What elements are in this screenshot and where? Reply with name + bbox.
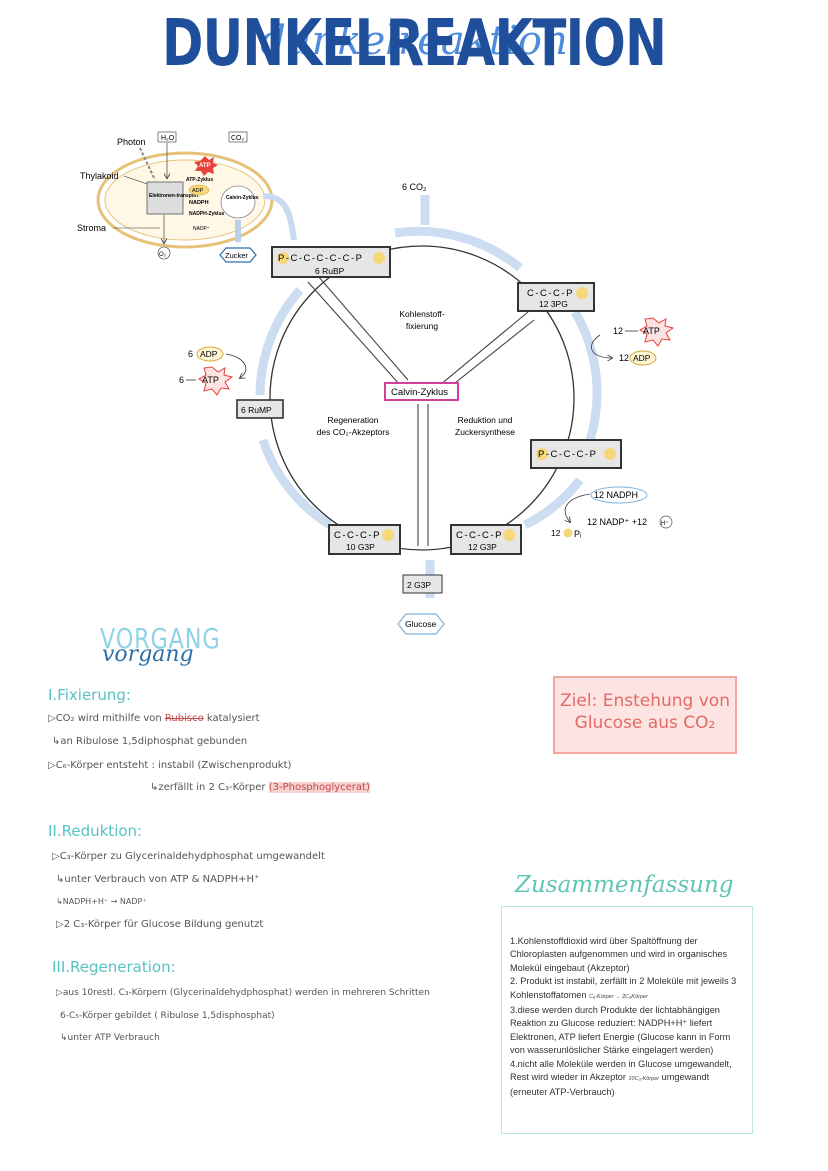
s1-line-2: ↳an Ribulose 1,5diphosphat gebunden [52, 736, 248, 747]
o2-label: O₂ [159, 252, 167, 258]
sector-right-2: Zuckersynthese [455, 427, 515, 437]
atp-star: ATP [199, 163, 211, 169]
adp-oval: ADP [192, 188, 204, 194]
thylakoid-label: Thylakoid [80, 171, 119, 181]
s3-line-1: ▷aus 10restl. C₃-Körpern (Glycerinaldehy… [56, 988, 430, 998]
sector-left-1: Regeneration [327, 415, 378, 425]
atp-zyklus-label: ATP-Zyklus [186, 177, 213, 183]
ziel-box: Ziel: Enstehung von Glucose aus CO₂ [553, 676, 737, 754]
cycle-circle [269, 245, 575, 551]
g3p12-chain: C-C-C-P [456, 530, 503, 541]
elektronentransport-label: Elektronen-transport [149, 193, 199, 199]
photon-label: Photon [117, 137, 146, 147]
summary-point-2-note: C₆-Körper → 2C₃Körper [589, 993, 648, 1000]
g3p10-label: 10 G3P [346, 542, 375, 552]
adp-left-label: ADP [200, 349, 218, 359]
sector-top-1: Kohlenstoff- [399, 309, 444, 319]
calvin-cycle-diagram: Photon H₂O CO₂ Thylakoid Stroma Elektron… [77, 131, 675, 635]
ziel-line-1: Ziel: Enstehung von [560, 691, 730, 711]
ziel-line-2: Glucose aus CO₂ [574, 713, 716, 733]
pg-chain: C-C-C-P [527, 288, 574, 299]
nadph-zyklus-label: NADPH-Zyklus [189, 211, 225, 217]
pg-label: 12 3PG [539, 299, 568, 309]
photon-arrow [139, 147, 156, 181]
summary-point-4b: umgewandt (erneuter ATP-Verbrauch) [510, 1072, 710, 1098]
calvin-mini-label: Calvin-Zyklus [226, 195, 259, 201]
atp-right-label: ATP [643, 326, 660, 336]
cycle-spokes [307, 275, 535, 546]
sector-left-2: des CO₂-Akzeptors [317, 427, 390, 437]
s2-line-1: ▷C₃-Körper zu Glycerinaldehydphosphat um… [52, 851, 325, 862]
atp-left-label: ATP [202, 375, 219, 385]
g3p12-label: 12 G3P [468, 542, 497, 552]
g3p2-label: 2 G3P [407, 580, 431, 590]
stroma-label: Stroma [77, 223, 106, 233]
summary-point-4-note: 10C₃-Körper [628, 1076, 660, 1083]
page-title: DUNKELREAKTION [161, 7, 667, 81]
co2-input-label: 6 CO₂ [402, 182, 427, 192]
vorgang-script: vorgang [102, 642, 194, 667]
atp-in-count: 12 [613, 326, 623, 336]
nadph-in-label: 12 NADPH [594, 490, 638, 500]
s2-line-2: ↳unter Verbrauch von ATP & NADPH+H⁺ [56, 874, 260, 885]
s2-line-3: ↳NADPH+H⁺ → NADP⁺ [56, 897, 147, 906]
nadp-out-label: 12 NADP⁺ +12 [587, 517, 647, 527]
rump-label: 6 RuMP [241, 405, 272, 415]
pi-out-count: 12 [551, 528, 561, 538]
section-regeneration-title: III.Regeneration: [52, 958, 176, 976]
s3-line-2: 6-C₅-Körper gebildet ( Ribulose 1,5disph… [60, 1011, 275, 1021]
nadph-label: NADPH [189, 200, 209, 206]
summary-point-4: 4.nicht alle Moleküle werden in Glucose … [510, 1058, 732, 1083]
atp-left-count: 6 [179, 375, 184, 385]
s1-line-3: ▷C₆-Körper entsteht : instabil (Zwischen… [48, 760, 292, 771]
summary-point-3: 3.diese werden durch Produkte der lichta… [510, 1005, 731, 1056]
chloroplast-sketch: Photon H₂O CO₂ Thylakoid Stroma Elektron… [77, 131, 297, 263]
zusammenfassung-title: Zusammenfassung [515, 872, 734, 898]
calvin-center-label: Calvin-Zyklus [391, 387, 448, 398]
s2-line-4: ▷2 C₃-Körper für Glucose Bildung genutzt [56, 919, 264, 930]
rubp-label: 6 RuBP [315, 266, 345, 276]
s1-line-1c: katalysiert [206, 713, 260, 724]
section-reduktion-title: II.Reduktion: [48, 822, 143, 840]
rubp-chain: P-C-C-C-C-C-P [278, 253, 363, 264]
h2o-label: H₂O [161, 135, 175, 142]
zusammenfassung-box: 1.Kohlenstoffdioxid wird über Spaltöffnu… [501, 906, 753, 1134]
s1-line-1a: ▷CO₂ wird mithilfe von [48, 713, 162, 724]
nadp-label: NADP⁺ [193, 226, 210, 232]
adp-left-count: 6 [188, 349, 193, 359]
section-fixierung-title: I.Fixierung: [48, 686, 131, 704]
title-script: dunkelreaktion [260, 18, 568, 64]
adp-right-label: ADP [633, 353, 651, 363]
g3p10-chain: C-C-C-P [334, 530, 381, 541]
co2-label: CO₂ [231, 135, 245, 142]
summary-point-1: 1.Kohlenstoffdioxid wird über Spaltöffnu… [510, 936, 728, 973]
summary-point-2: 2. Produkt ist instabil, zerfällt in 2 M… [510, 976, 737, 1000]
glucose-label: Glucose [405, 619, 436, 629]
rubisco-word: Rubisco [164, 713, 204, 724]
s1-line-4a: ↳zerfällt in 2 C₃-Körper [150, 782, 266, 793]
vorgang-heading: VORGANG [100, 622, 221, 655]
s1-line-4b: (3-Phosphoglycerat) [268, 782, 370, 793]
s3-line-3: ↳unter ATP Verbrauch [60, 1033, 160, 1043]
adp-out-count: 12 [619, 353, 629, 363]
sector-right-1: Reduktion und [458, 415, 513, 425]
zucker-label: Zucker [225, 251, 248, 260]
sector-top-2: fixierung [406, 321, 438, 331]
h-plus-label: H⁺ [661, 520, 669, 527]
pi-label: Pᵢ [574, 529, 581, 539]
bpg-chain: P-C-C-C-P [538, 449, 597, 460]
